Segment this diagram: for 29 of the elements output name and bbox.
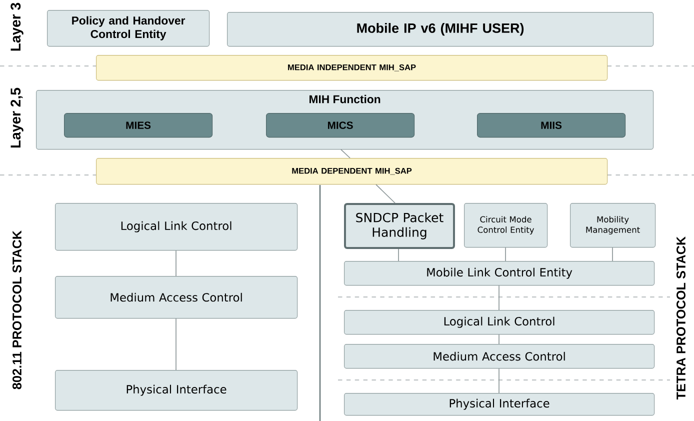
connector-line	[498, 368, 500, 394]
layer-box: Circuit Mode Control Entity	[464, 203, 548, 248]
sap-bar: MEDIA INDEPENDENT MIH_SAP	[96, 55, 608, 81]
connector-line	[498, 285, 500, 310]
layer-box: Physical Interface	[55, 370, 298, 411]
connector-line	[340, 149, 350, 158]
layer-label: Layer 3	[10, 2, 24, 51]
layer-box: Medium Access Control	[55, 276, 298, 319]
module-box: MICS	[266, 113, 415, 138]
connector-line	[612, 247, 613, 262]
connector-line	[498, 334, 500, 344]
module-box: MIES	[64, 113, 213, 138]
connector-line	[505, 247, 506, 262]
layer-label: Layer 2,5	[10, 88, 24, 148]
layer-label: TETRA PROTOCOL STACK	[676, 236, 686, 400]
connector-line	[398, 248, 399, 262]
layer-box: Mobility Management	[570, 203, 656, 248]
layer-box: SNDCP Packet Handling	[344, 203, 455, 249]
layer-box: Logical Link Control	[55, 203, 298, 251]
layer-box: Mobile IP v6 (MIHF USER)	[227, 12, 654, 47]
sap-bar: MEDIA DEPENDENT MIH_SAP	[96, 158, 608, 185]
layer-box: Mobile Link Control Entity	[344, 261, 655, 286]
connector-line	[376, 184, 396, 204]
module-box: MIIS	[477, 113, 626, 138]
layer-box: Medium Access Control	[344, 344, 655, 369]
layer-box: Policy and Handover Control Entity	[47, 10, 210, 47]
layer-label: 802.11 PROTOCOL STACK	[12, 230, 22, 390]
layer-box: Physical Interface	[344, 393, 655, 416]
layer-box: Logical Link Control	[344, 310, 655, 335]
